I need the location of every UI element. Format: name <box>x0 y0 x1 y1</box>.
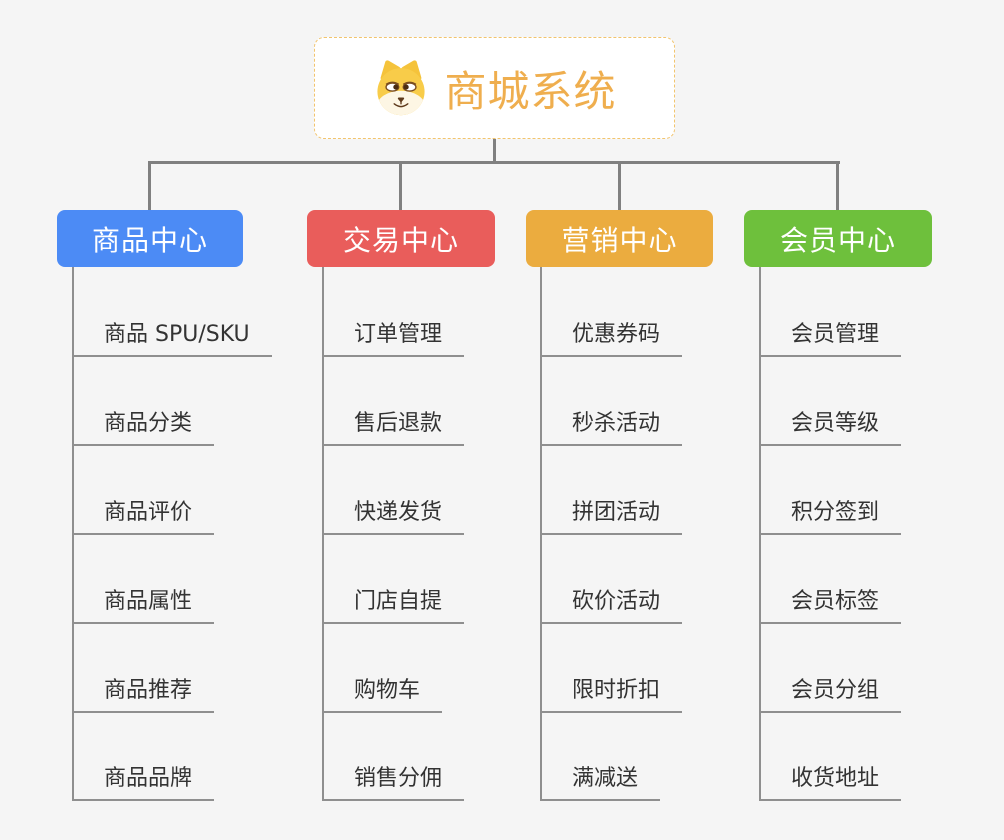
branch-item[interactable]: 售后退款 <box>322 405 465 446</box>
branch-label: 商品中心 <box>91 223 208 257</box>
branch-item[interactable]: 订单管理 <box>322 316 465 357</box>
connector-root-stem <box>493 139 496 163</box>
branch-item[interactable]: 购物车 <box>322 672 443 713</box>
branch-trade-center[interactable]: 交易中心 <box>307 210 495 267</box>
root-title: 商城系统 <box>444 66 617 116</box>
dog-icon <box>377 60 426 116</box>
connector-drop-member <box>836 161 839 210</box>
branch-item[interactable]: 商品 SPU/SKU <box>72 316 272 357</box>
branch-item[interactable]: 优惠券码 <box>540 316 683 357</box>
branch-label: 营销中心 <box>561 223 678 257</box>
branch-label: 交易中心 <box>342 223 459 257</box>
branch-item[interactable]: 积分签到 <box>759 494 902 535</box>
connector-bus <box>148 161 840 164</box>
branch-item[interactable]: 限时折扣 <box>540 672 683 713</box>
branch-item[interactable]: 拼团活动 <box>540 494 683 535</box>
branch-item[interactable]: 商品推荐 <box>72 672 215 713</box>
branch-item[interactable]: 商品属性 <box>72 583 215 624</box>
branch-item[interactable]: 砍价活动 <box>540 583 683 624</box>
branch-item[interactable]: 秒杀活动 <box>540 405 683 446</box>
connector-drop-marketing <box>618 161 621 210</box>
branch-item[interactable]: 商品品牌 <box>72 760 215 801</box>
connector-drop-trade <box>399 161 402 210</box>
branch-label: 会员中心 <box>779 223 896 257</box>
branch-item[interactable]: 商品评价 <box>72 494 215 535</box>
connector-drop-product <box>148 161 151 210</box>
branch-item[interactable]: 会员等级 <box>759 405 902 446</box>
root-node-mall-system[interactable]: 商城系统 <box>314 37 675 139</box>
branch-marketing-center[interactable]: 营销中心 <box>526 210 713 267</box>
branch-item[interactable]: 会员分组 <box>759 672 902 713</box>
branch-product-center[interactable]: 商品中心 <box>57 210 243 267</box>
branch-item[interactable]: 收货地址 <box>759 760 902 801</box>
branch-item[interactable]: 门店自提 <box>322 583 465 624</box>
branch-item[interactable]: 销售分佣 <box>322 760 465 801</box>
branch-item[interactable]: 会员标签 <box>759 583 902 624</box>
branch-member-center[interactable]: 会员中心 <box>744 210 932 267</box>
branch-item[interactable]: 快递发货 <box>322 494 465 535</box>
branch-item[interactable]: 会员管理 <box>759 316 902 357</box>
branch-item[interactable]: 商品分类 <box>72 405 215 446</box>
branch-item[interactable]: 满减送 <box>540 760 661 801</box>
